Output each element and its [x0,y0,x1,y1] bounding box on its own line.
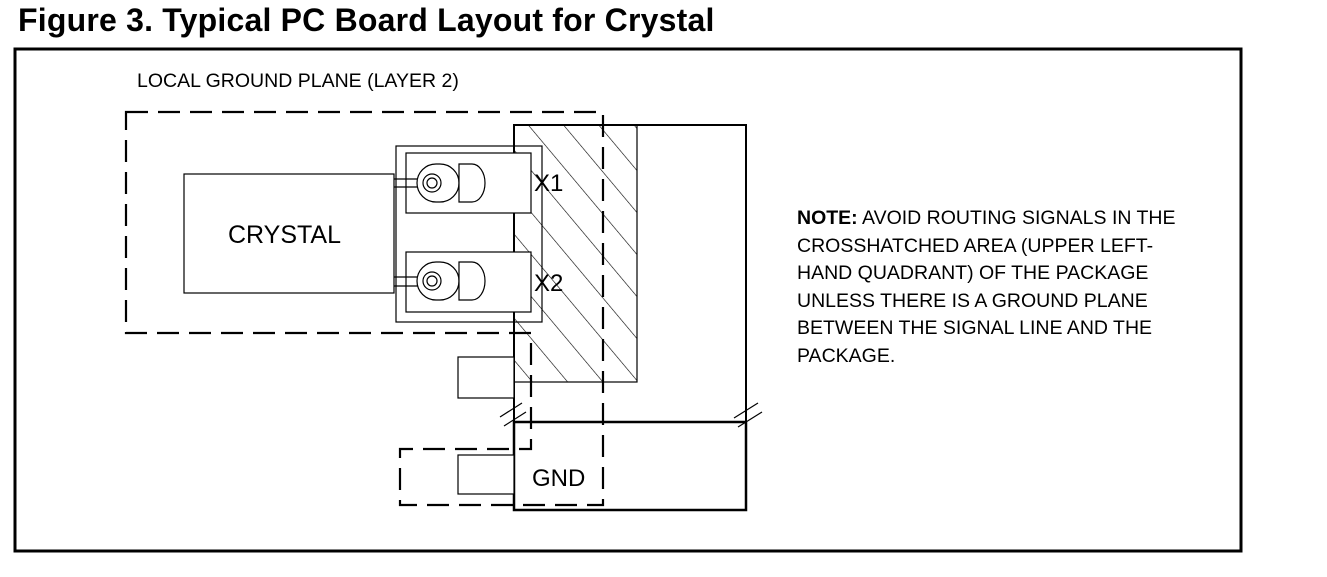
ground-plane-label: LOCAL GROUND PLANE (LAYER 2) [137,70,459,92]
local-ground-plane-outline [124,110,605,507]
note-text: NOTE: AVOID ROUTING SIGNALS IN THE CROSS… [797,205,1217,370]
crystal-body [183,173,395,294]
x2-label: X2 [534,270,563,297]
gnd-label: GND [532,465,585,492]
package-pin-pad [457,356,515,399]
gnd-pin-pad [457,454,515,495]
x-pad-frame [395,145,543,323]
note-body: AVOID ROUTING SIGNALS IN THE CROSSHATCHE… [797,207,1176,367]
note-prefix: NOTE: [797,207,858,229]
break-marks [499,402,763,428]
ic-package-lower [512,420,748,512]
x1-pad [394,152,532,214]
crystal-label: CRYSTAL [228,221,341,249]
figure-frame [13,47,1243,553]
figure-title: Figure 3. Typical PC Board Layout for Cr… [18,2,715,38]
x1-label: X1 [534,170,563,197]
x2-pad [394,251,532,313]
crosshatched-area [513,124,638,383]
